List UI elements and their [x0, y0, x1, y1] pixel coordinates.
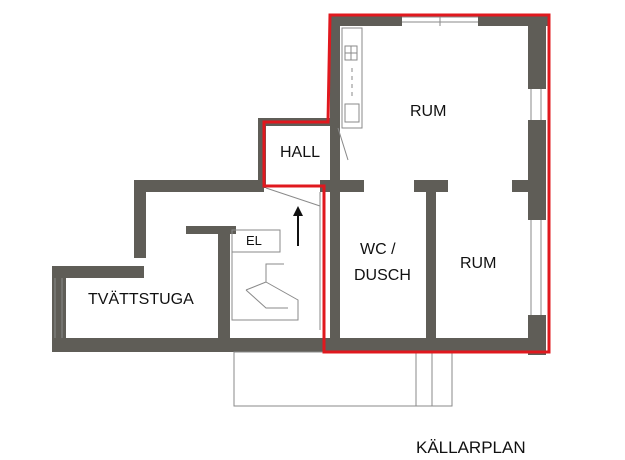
stairs: [231, 252, 299, 321]
room-label-rum-top: RUM: [410, 103, 446, 120]
room-label-hall: HALL: [280, 144, 320, 161]
wall-top: [332, 14, 402, 26]
el-box: [231, 229, 281, 253]
room-label-rum-right: RUM: [460, 255, 496, 272]
wall-left-step: [52, 266, 144, 278]
windows-and-doors: [54, 14, 542, 407]
up-arrow-head: [293, 206, 303, 216]
wall-stair-top: [186, 226, 236, 234]
wall-upper-left: [330, 14, 340, 189]
wall-main-horizontal-far: [512, 180, 546, 192]
wall-wc-right: [426, 180, 436, 350]
plan-title: KÄLLARPLAN: [416, 438, 526, 457]
room-label-dusch: DUSCH: [354, 267, 411, 284]
wall-right-upper: [528, 14, 546, 89]
wall-wc-left: [330, 180, 340, 350]
outline-red: [262, 13, 551, 354]
wall-main-horizontal-left: [134, 180, 264, 192]
room-label-tvattstuga: TVÄTTSTUGA: [88, 290, 194, 308]
wall-tvatt-right: [218, 228, 230, 348]
stair-arrow: [293, 206, 303, 246]
wall-bottom: [52, 338, 332, 352]
room-label-el: EL: [246, 233, 262, 248]
wall-left-vertical: [134, 180, 146, 258]
wall-main-horizontal-mid: [320, 180, 364, 192]
walls: [52, 14, 548, 355]
wall-hall-left: [258, 118, 266, 188]
kitchen-unit: [341, 27, 363, 129]
wall-right-mid: [528, 120, 546, 180]
room-label-wc: WC /: [360, 241, 396, 258]
